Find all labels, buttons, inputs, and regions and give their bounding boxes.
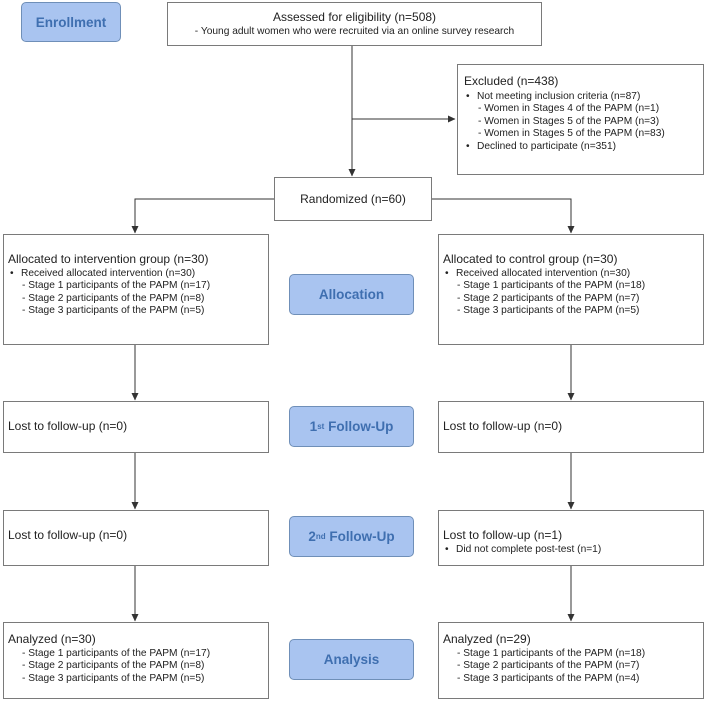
control-followup2-note: Did not complete post-test (n=1) (443, 544, 703, 556)
control-followup1-title: Lost to follow-up (n=0) (443, 419, 563, 433)
intervention-analysis-box: Analyzed (n=30) Stage 1 participants of … (3, 622, 269, 699)
randomized-box: Randomized (n=60) (274, 177, 432, 221)
control-analysis-title: Analyzed (n=29) (443, 632, 531, 646)
control-allocation-box: Allocated to control group (n=30) Receiv… (438, 234, 704, 345)
intervention-analysis-title: Analyzed (n=30) (8, 632, 96, 646)
intervention-followup2-box: Lost to follow-up (n=0) (3, 510, 269, 566)
eligibility-box: Assessed for eligibility (n=508) - Young… (167, 2, 542, 46)
intervention-received: Received allocated intervention (n=30) (8, 268, 268, 280)
intervention-stage3: Stage 3 participants of the PAPM (n=5) (8, 305, 268, 317)
branch-line-left (131, 198, 274, 234)
control-analysis-stage2: Stage 2 participants of the PAPM (n=7) (443, 660, 703, 672)
control-stage1: Stage 1 participants of the PAPM (n=18) (443, 280, 703, 292)
intervention-analysis-stage2: Stage 2 participants of the PAPM (n=8) (8, 660, 268, 672)
control-followup2-box: Lost to follow-up (n=1) Did not complete… (438, 510, 704, 566)
intervention-stage2: Stage 2 participants of the PAPM (n=8) (8, 293, 268, 305)
control-followup2-title: Lost to follow-up (n=1) (443, 528, 563, 542)
control-received: Received allocated intervention (n=30) (443, 268, 703, 280)
intervention-allocation-box: Allocated to intervention group (n=30) R… (3, 234, 269, 345)
control-stage2: Stage 2 participants of the PAPM (n=7) (443, 293, 703, 305)
intervention-analysis-stage1: Stage 1 participants of the PAPM (n=17) (8, 648, 268, 660)
control-analysis-box: Analyzed (n=29) Stage 1 participants of … (438, 622, 704, 699)
intervention-followup1-title: Lost to follow-up (n=0) (8, 419, 128, 433)
control-stage3: Stage 3 participants of the PAPM (n=5) (443, 305, 703, 317)
intervention-followup2-title: Lost to follow-up (n=0) (8, 528, 128, 542)
phase-label-analysis: Analysis (289, 639, 414, 680)
eligibility-note: - Young adult women who were recruited v… (194, 26, 515, 37)
excluded-stage4: Women in Stages 4 of the PAPM (n=1) (464, 103, 703, 115)
excluded-title: Excluded (n=438) (464, 74, 559, 88)
control-allocation-title: Allocated to control group (n=30) (443, 252, 618, 266)
control-analysis-stage3: Stage 3 participants of the PAPM (n=4) (443, 673, 703, 685)
excluded-box: Excluded (n=438) Not meeting inclusion c… (457, 64, 704, 175)
phase-label-allocation: Allocation (289, 274, 414, 315)
excluded-stage5-a: Women in Stages 5 of the PAPM (n=3) (464, 116, 703, 128)
eligibility-title: Assessed for eligibility (n=508) (272, 10, 437, 24)
control-followup1-box: Lost to follow-up (n=0) (438, 401, 704, 453)
intervention-followup1-box: Lost to follow-up (n=0) (3, 401, 269, 453)
intervention-stage1: Stage 1 participants of the PAPM (n=17) (8, 280, 268, 292)
intervention-analysis-stage3: Stage 3 participants of the PAPM (n=5) (8, 673, 268, 685)
excluded-stage5-b: Women in Stages 5 of the PAPM (n=83) (464, 128, 703, 140)
randomized-title: Randomized (n=60) (300, 192, 406, 206)
intervention-allocation-title: Allocated to intervention group (n=30) (8, 252, 209, 266)
excluded-declined: Declined to participate (n=351) (464, 141, 703, 153)
phase-label-enrollment: Enrollment (21, 2, 121, 42)
excluded-not-meeting-criteria: Not meeting inclusion criteria (n=87) (464, 91, 703, 103)
branch-line-right (432, 198, 575, 234)
control-analysis-stage1: Stage 1 participants of the PAPM (n=18) (443, 648, 703, 660)
